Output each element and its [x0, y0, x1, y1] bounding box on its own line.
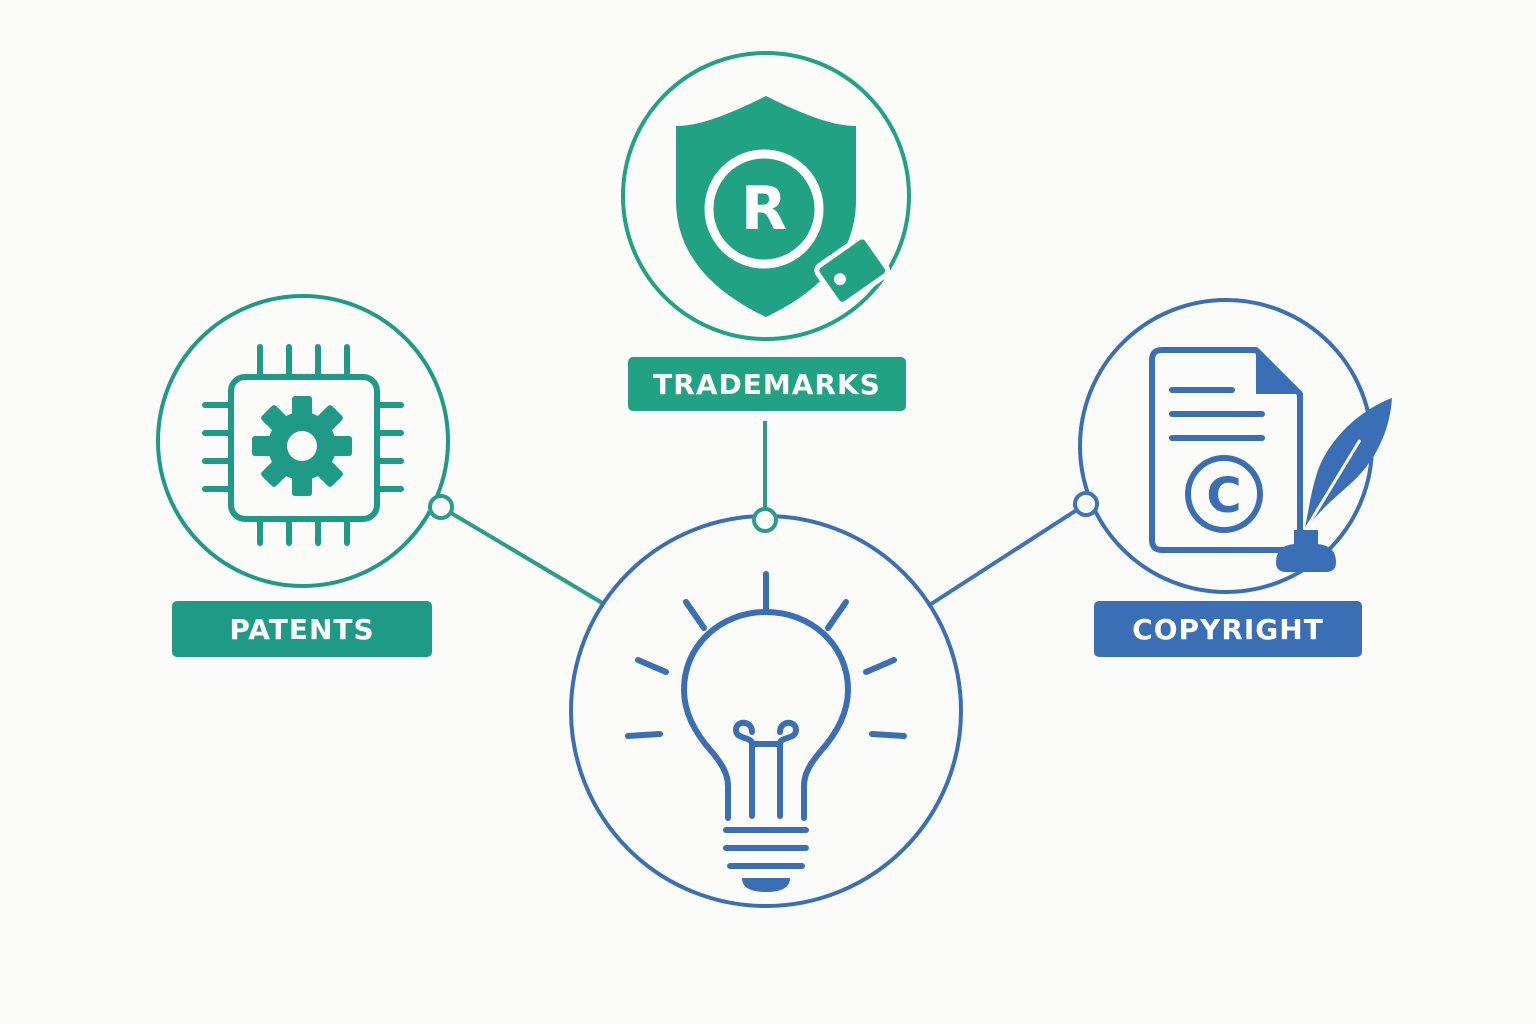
trademarks-label: TRADEMARKS	[628, 357, 906, 411]
gear-icon	[252, 396, 352, 496]
connector-copyright-center	[926, 502, 1088, 608]
trademarks-node: R	[621, 51, 911, 341]
center-node	[569, 514, 963, 908]
patents-circle	[156, 294, 450, 588]
joint-trademarks	[752, 507, 778, 533]
document-copyright-quill-icon: C	[1149, 347, 1392, 572]
trademarks-circle	[621, 51, 911, 341]
connectors	[439, 421, 1088, 608]
copyright-node: C	[1078, 298, 1392, 594]
copyright-glyph: C	[1206, 468, 1241, 524]
connector-joints	[428, 491, 1099, 533]
joint-patents	[428, 494, 454, 520]
patents-label: PATENTS	[172, 601, 432, 657]
joint-copyright	[1073, 491, 1099, 517]
patents-node	[156, 294, 450, 588]
registered-glyph: R	[741, 174, 787, 244]
shield-registered-tag-icon: R	[676, 96, 891, 317]
bulb-base	[742, 878, 790, 892]
lightbulb-idea-icon	[625, 571, 907, 869]
connector-patents-center	[439, 505, 606, 606]
copyright-label: COPYRIGHT	[1094, 601, 1362, 657]
inkwell-icon	[1276, 530, 1336, 572]
chip-gear-icon	[202, 344, 404, 546]
